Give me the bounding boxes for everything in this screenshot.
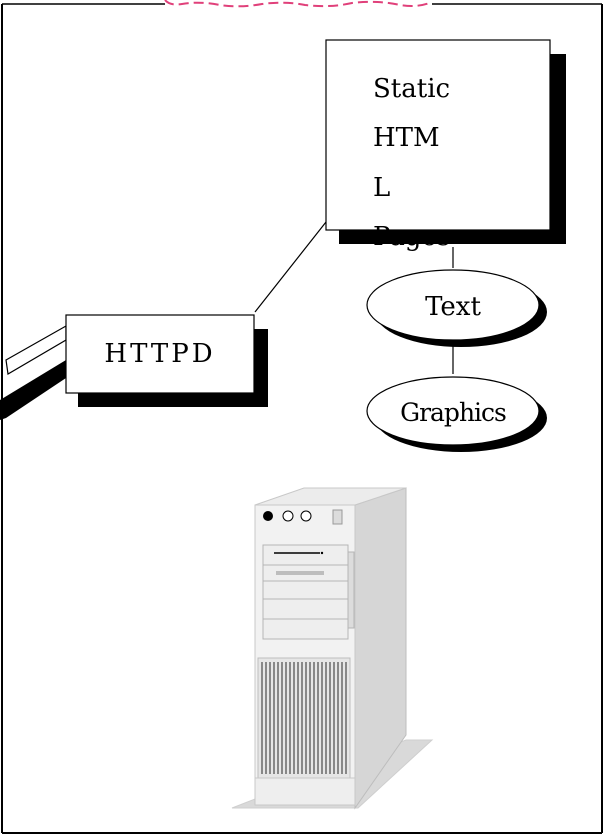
- top-accent-line: [164, 0, 433, 8]
- httpd-label: HTTPD: [104, 339, 215, 369]
- graphics-ellipse: Graphics: [366, 376, 547, 452]
- static-pages-box: Static HTM L Pages: [325, 39, 566, 252]
- graphics-ellipse-label: Graphics: [400, 398, 506, 427]
- vent-grille: [261, 662, 347, 774]
- connectors: [0, 221, 454, 420]
- power-button-icon: [263, 511, 273, 521]
- httpd-box: HTTPD: [65, 314, 268, 407]
- static-pages-line-2: HTM: [373, 123, 440, 153]
- static-pages-line-4: Pages: [373, 222, 450, 252]
- server-tower-icon: [231, 487, 434, 810]
- static-pages-line-1: Static: [373, 74, 450, 104]
- text-ellipse: Text: [366, 269, 547, 347]
- text-ellipse-label: Text: [425, 292, 481, 322]
- incoming-link-dark: [0, 360, 66, 420]
- httpd-to-pages-line: [254, 221, 327, 313]
- static-pages-line-3: L: [373, 173, 390, 203]
